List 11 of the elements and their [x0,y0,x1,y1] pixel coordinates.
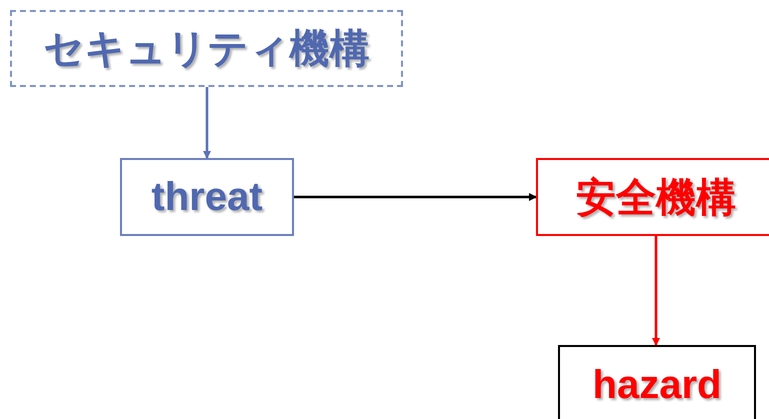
process-box [536,158,769,236]
arrow [203,87,211,159]
dashed-box [10,10,403,87]
arrow [294,193,537,201]
node-label: hazard [592,362,722,408]
node-label: セキュリティ機構 [44,26,370,73]
node-label: threat [151,174,263,220]
process-box [558,345,756,419]
process-box [120,158,294,236]
node-label: 安全機構 [576,174,736,222]
arrow [652,236,660,346]
